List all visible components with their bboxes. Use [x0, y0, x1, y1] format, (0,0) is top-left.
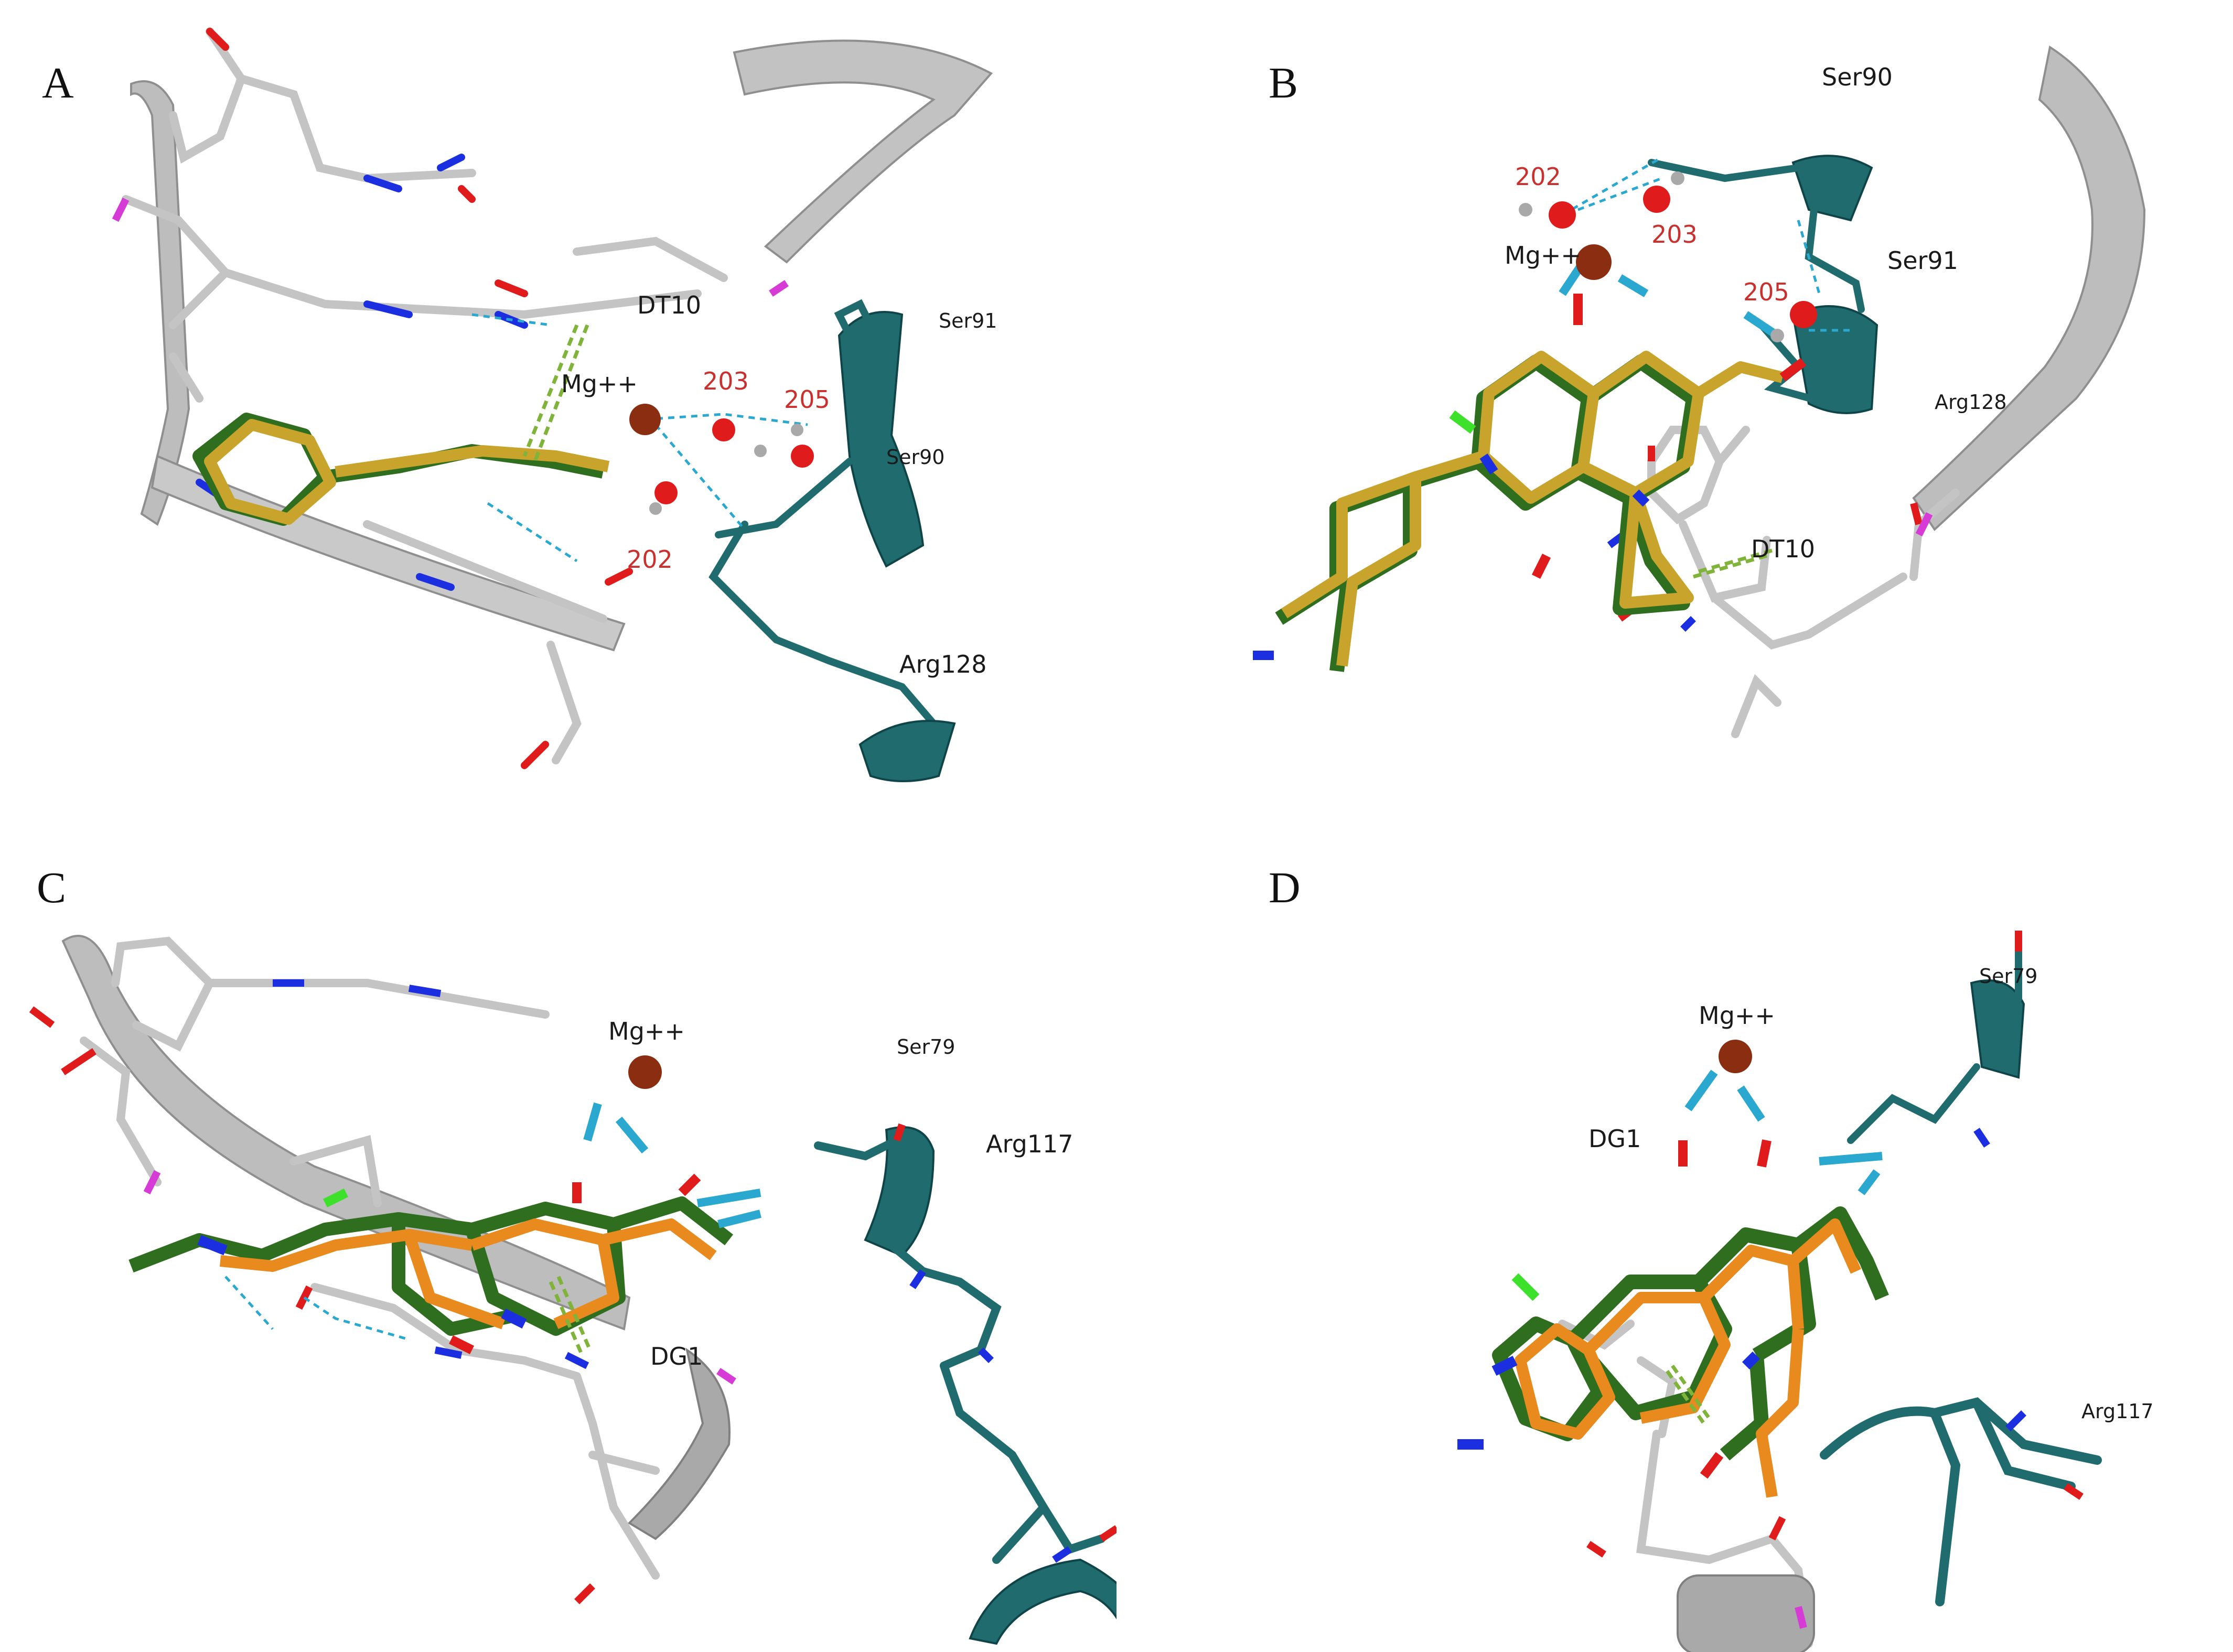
label-arg128: Arg128 [1935, 391, 2007, 414]
panel-a-water-icons [649, 418, 814, 515]
panel-d-letter: D [1269, 863, 1301, 912]
panel-c: C Mg++ Ser79 Arg117 DG1 [0, 826, 1116, 1652]
label-dt10: DT10 [1751, 535, 1816, 563]
label-ser90: Ser90 [1822, 63, 1893, 91]
panel-c-letter: C [37, 863, 67, 912]
label-ser79: Ser79 [1979, 965, 2038, 988]
label-dt10: DT10 [637, 291, 702, 319]
panel-a: A DT10 Mg++ Ser91 Ser90 Arg128 203 205 2… [0, 0, 1116, 826]
panel-b: B Ser90 202 203 Mg++ Ser91 205 Arg128 DT… [1116, 0, 2233, 826]
label-dg1: DG1 [650, 1342, 703, 1370]
label-water-203: 203 [703, 367, 749, 395]
label-dg1: DG1 [1588, 1125, 1641, 1153]
panel-b-magnesium-icon [1576, 244, 1612, 280]
label-ser91: Ser91 [939, 309, 997, 332]
panel-a-letter: A [42, 59, 74, 107]
label-arg128: Arg128 [899, 650, 987, 678]
label-water-202: 202 [627, 545, 673, 574]
label-arg117: Arg117 [2081, 1400, 2154, 1423]
panel-b-structure [1253, 45, 2146, 738]
panel-a-magnesium-icon [629, 404, 661, 435]
label-ser90: Ser90 [886, 446, 945, 469]
panel-b-letter: B [1269, 59, 1298, 107]
label-ser79: Ser79 [897, 1035, 956, 1059]
label-mg: Mg++ [1699, 1001, 1775, 1030]
label-water-203: 203 [1651, 220, 1698, 249]
label-mg: Mg++ [608, 1017, 685, 1045]
panel-d-magnesium-icon [1719, 1040, 1752, 1073]
panel-c-structure [29, 935, 1116, 1645]
label-water-205: 205 [1743, 278, 1789, 306]
label-mg: Mg++ [561, 370, 638, 398]
label-arg117: Arg117 [986, 1130, 1073, 1158]
panel-d: D Mg++ Ser79 DG1 Arg117 [1116, 826, 2233, 1652]
label-water-205: 205 [784, 385, 830, 414]
label-mg: Mg++ [1505, 241, 1581, 269]
label-ser91: Ser91 [1887, 246, 1958, 275]
panel-a-structure [112, 27, 993, 782]
panel-c-magnesium-icon [628, 1055, 662, 1089]
panel-d-structure [1457, 931, 2102, 1652]
label-water-202: 202 [1515, 163, 1561, 191]
